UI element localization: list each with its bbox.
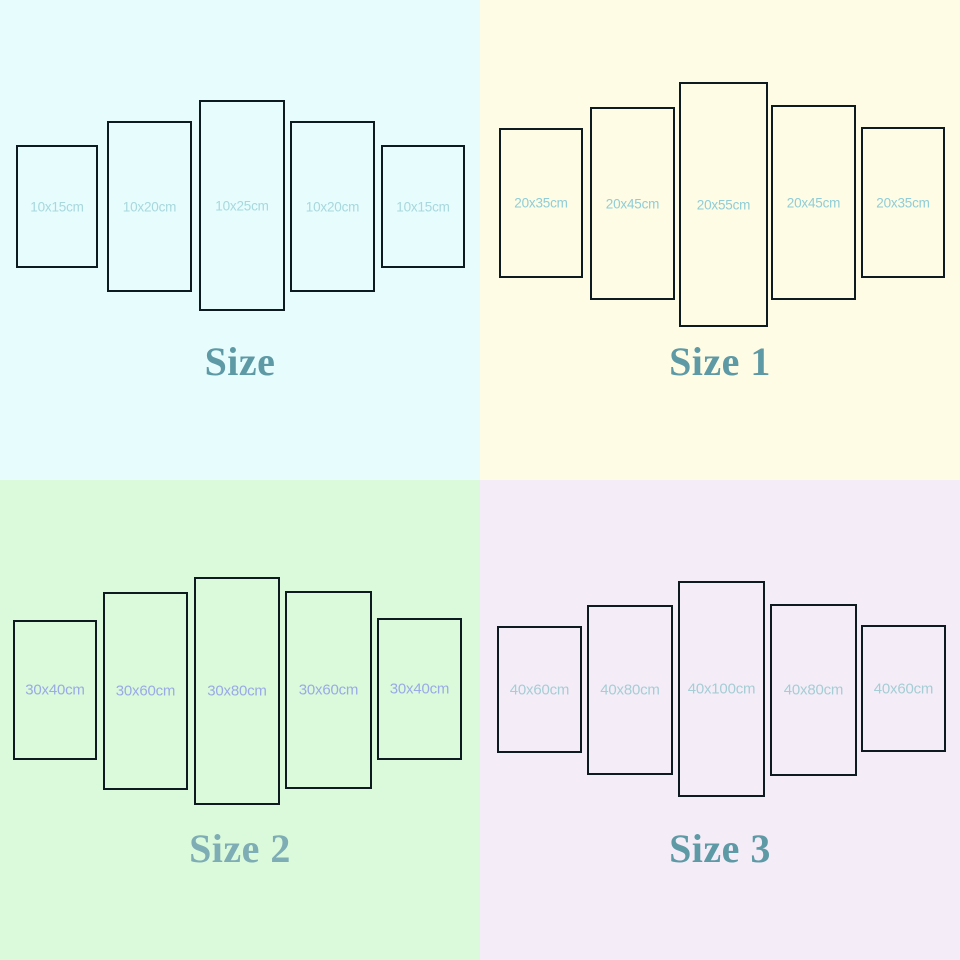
canvas-frame[interactable]: 20x45cm	[771, 105, 856, 300]
frame-size-label: 30x40cm	[389, 680, 450, 698]
canvas-frame[interactable]: 10x15cm	[16, 145, 98, 268]
frame-size-label: 10x15cm	[396, 199, 450, 214]
frame-size-label: 30x40cm	[25, 681, 85, 699]
canvas-frame[interactable]: 30x80cm	[194, 577, 280, 805]
frame-group: 30x40cm 30x60cm 30x80cm 30x60cm 30x40cm	[0, 480, 480, 960]
frame-size-label: 30x60cm	[298, 681, 359, 699]
canvas-frame[interactable]: 10x15cm	[381, 145, 465, 268]
canvas-frame[interactable]: 20x45cm	[590, 107, 675, 300]
panel-title: Size	[204, 339, 276, 384]
canvas-frame[interactable]: 30x60cm	[285, 591, 372, 789]
frame-size-label: 20x55cm	[696, 197, 751, 212]
canvas-frame[interactable]: 10x25cm	[199, 100, 285, 311]
canvas-frame[interactable]: 20x55cm	[679, 82, 768, 327]
frame-size-label: 10x20cm	[122, 199, 177, 214]
canvas-frame[interactable]: 40x60cm	[861, 625, 946, 752]
frame-group: 40x60cm 40x80cm 40x100cm 40x80cm 40x60cm	[480, 480, 960, 960]
frame-size-label: 30x60cm	[115, 682, 176, 700]
canvas-frame[interactable]: 40x80cm	[770, 604, 857, 776]
canvas-frame[interactable]: 20x35cm	[499, 128, 583, 278]
frame-size-label: 40x80cm	[783, 681, 844, 699]
frame-size-label: 40x60cm	[509, 681, 570, 698]
frame-size-label: 40x60cm	[873, 680, 934, 697]
frame-size-label: 20x35cm	[876, 195, 930, 210]
canvas-frame[interactable]: 40x60cm	[497, 626, 582, 753]
canvas-frame[interactable]: 10x20cm	[107, 121, 192, 292]
frame-size-label: 40x100cm	[687, 680, 756, 698]
canvas-frame[interactable]: 30x40cm	[377, 618, 462, 760]
panel-title: Size 3	[669, 826, 771, 871]
canvas-frame[interactable]: 20x35cm	[861, 127, 945, 278]
canvas-frame[interactable]: 10x20cm	[290, 121, 375, 292]
frame-size-label: 10x25cm	[215, 198, 269, 213]
panel-title: Size 2	[189, 826, 291, 871]
frame-group: 10x15cm 10x20cm 10x25cm 10x20cm 10x15cm	[0, 0, 480, 480]
canvas-frame[interactable]: 30x40cm	[13, 620, 97, 760]
frame-size-label: 30x80cm	[207, 682, 267, 700]
frame-size-label: 20x45cm	[786, 195, 841, 210]
panel-title: Size 1	[669, 339, 771, 384]
canvas-frame[interactable]: 30x60cm	[103, 592, 188, 790]
frame-size-label: 40x80cm	[600, 681, 660, 699]
frame-size-label: 20x35cm	[514, 195, 568, 211]
frame-group: 20x35cm 20x45cm 20x55cm 20x45cm 20x35cm	[480, 0, 960, 480]
canvas-frame[interactable]: 40x100cm	[678, 581, 765, 797]
canvas-frame[interactable]: 40x80cm	[587, 605, 673, 775]
frame-size-label: 20x45cm	[605, 196, 660, 211]
frame-size-label: 10x15cm	[30, 199, 84, 214]
frame-size-label: 10x20cm	[305, 199, 360, 214]
